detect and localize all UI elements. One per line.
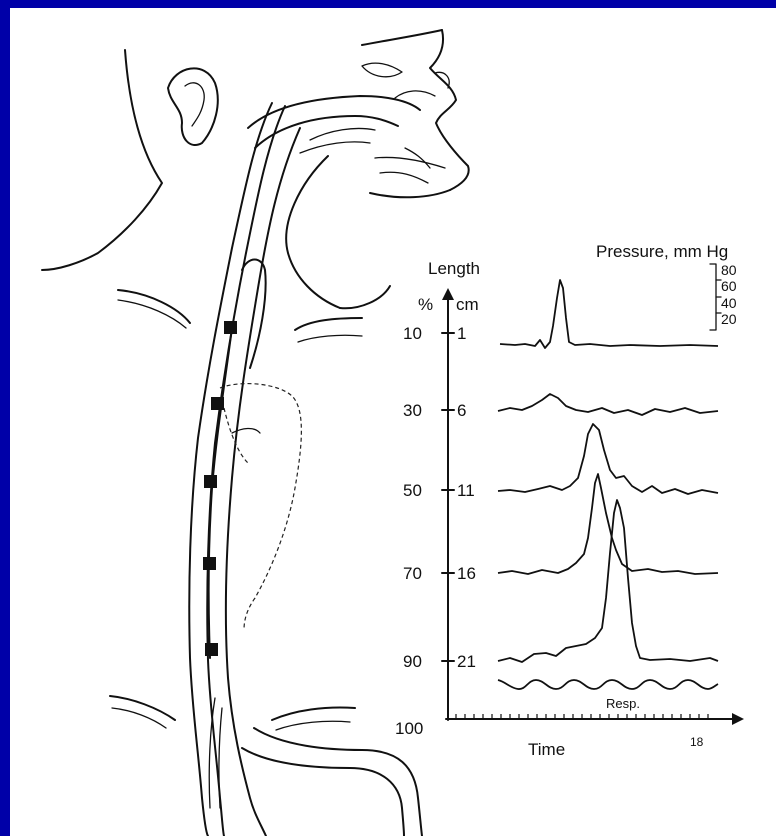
head-profile bbox=[42, 30, 469, 308]
row-2-cm: 6 bbox=[457, 401, 466, 420]
row-3-cm: 11 bbox=[457, 481, 475, 500]
cm-unit: cm bbox=[456, 295, 479, 314]
scale-40: 40 bbox=[721, 295, 737, 311]
scale-80: 80 bbox=[721, 262, 737, 278]
sensor-5 bbox=[205, 643, 218, 656]
x-axis-arrow bbox=[732, 713, 744, 725]
scale-60: 60 bbox=[721, 278, 737, 294]
ear bbox=[168, 68, 218, 145]
oral-cavity bbox=[248, 96, 420, 153]
trace-row-4 bbox=[498, 474, 718, 574]
clavicles bbox=[110, 290, 362, 730]
row-5-percent: 90 bbox=[403, 652, 422, 671]
manometry-chart: Pressure, mm Hg Length % cm 80 60 40 20 … bbox=[395, 242, 744, 759]
trachea-outline bbox=[220, 384, 301, 630]
respiration-trace bbox=[498, 680, 718, 689]
row-4-percent: 70 bbox=[403, 564, 422, 583]
bottom-percent: 100 bbox=[395, 719, 423, 738]
pressure-title: Pressure, mm Hg bbox=[596, 242, 728, 261]
trace-row-3 bbox=[498, 424, 718, 494]
row-4-cm: 16 bbox=[457, 564, 476, 583]
trace-row-1 bbox=[500, 280, 718, 348]
catheter bbox=[209, 328, 232, 658]
length-title: Length bbox=[428, 259, 480, 278]
percent-unit: % bbox=[418, 295, 433, 314]
resp-label: Resp. bbox=[606, 696, 640, 711]
row-1-percent: 10 bbox=[403, 324, 422, 343]
y-axis-arrow bbox=[442, 288, 454, 300]
scale-20: 20 bbox=[721, 311, 737, 327]
row-3-percent: 50 bbox=[403, 481, 422, 500]
trace-row-2 bbox=[498, 394, 718, 415]
row-1-cm: 1 bbox=[457, 324, 466, 343]
sensor-3 bbox=[204, 475, 217, 488]
sensor-2 bbox=[211, 397, 224, 410]
row-5-cm: 21 bbox=[457, 652, 476, 671]
row-2-percent: 30 bbox=[403, 401, 422, 420]
esophageal-manometry-diagram: Pressure, mm Hg Length % cm 80 60 40 20 … bbox=[10, 8, 776, 836]
figure-panel: Pressure, mm Hg Length % cm 80 60 40 20 … bbox=[10, 8, 776, 836]
time-label: Time bbox=[528, 740, 565, 759]
pressure-scale-bracket bbox=[710, 264, 716, 330]
esophagus bbox=[189, 103, 422, 836]
sensor-4 bbox=[203, 557, 216, 570]
sensor-1 bbox=[224, 321, 237, 334]
time-tick-18: 18 bbox=[690, 735, 704, 749]
